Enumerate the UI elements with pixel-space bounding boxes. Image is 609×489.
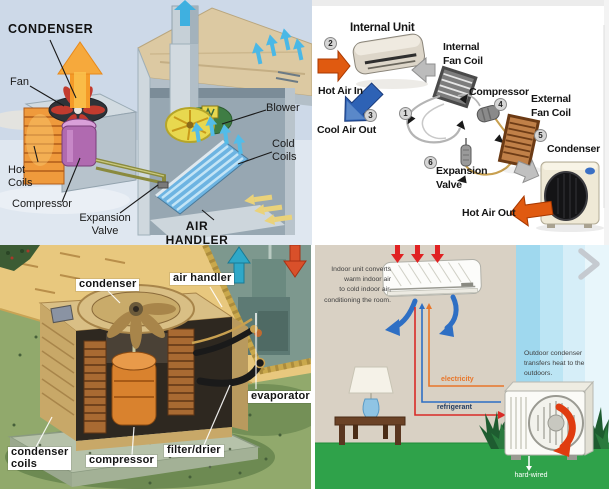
- table-lamp: [334, 366, 406, 445]
- hot-air-in-arrow: [317, 49, 351, 83]
- cool-air-arrows: [191, 116, 246, 155]
- step-badge-5: 5: [534, 129, 547, 142]
- condenser-label: Condenser: [547, 143, 601, 155]
- panel-indoor-outdoor-overview: Indoor unit converts warm indoor air to …: [315, 245, 609, 489]
- refrigerant-label: refrigerant: [437, 404, 473, 411]
- outdoor-condenser-unit: [536, 161, 604, 232]
- compressor-label: compressor: [86, 454, 157, 467]
- internal-unit-label: Internal Unit: [350, 22, 415, 34]
- cold-coils: [155, 139, 249, 215]
- exhaust-air-arrow: [174, 0, 196, 26]
- hot-coils-label: Hot Coils: [8, 164, 33, 190]
- warm-air-arrows: [391, 245, 444, 263]
- internal-fan-coil-label: Internal Fan Coil: [443, 41, 483, 68]
- label-pointer-lines: [35, 286, 257, 456]
- internal-unit-device: [352, 33, 425, 75]
- grass-speckles: [12, 335, 296, 485]
- label-pointer-lines: [29, 39, 273, 221]
- connection-wires: [414, 303, 506, 419]
- brand-logo: [585, 167, 595, 175]
- internal-fan-coil-pointer-arrow: [411, 56, 436, 84]
- step-badge-3: 3: [364, 109, 377, 122]
- compressor-device: [476, 105, 500, 123]
- hot-air-out-label: Hot Air Out: [462, 207, 516, 219]
- attic-vent-arrows: [252, 28, 305, 83]
- external-fan-coil: [497, 113, 541, 169]
- condenser-unit-cutaway: [38, 284, 248, 451]
- supply-air-arrow: [227, 246, 251, 284]
- blower-label: Blower: [266, 102, 300, 114]
- step-badge-6: 6: [424, 156, 437, 169]
- cold-coils-label: Cold Coils: [272, 138, 297, 164]
- filter-drier-label: filter/drier: [164, 444, 224, 457]
- hot-air-out-arrow: [509, 194, 554, 227]
- step-badge-1: 1: [399, 107, 412, 120]
- refrigeration-cycle-illustration: [312, 0, 609, 245]
- return-air-arrows: [244, 194, 293, 226]
- split-system-illustration: [0, 0, 312, 245]
- air-handler-label: air handler: [170, 272, 235, 285]
- compressor-label: Compressor: [469, 86, 529, 98]
- hard-wired-arrow: [526, 456, 532, 471]
- condenser-coils-right: [167, 328, 195, 416]
- heat-exhaust-arrow: [555, 403, 576, 451]
- cool-air-out-label: Cool Air Out: [317, 124, 377, 136]
- outdoor-condenser-unit: [503, 380, 595, 460]
- panel-refrigeration-cycle: Internal Unit Internal Fan Coil Compress…: [312, 0, 609, 245]
- fan-label: Fan: [10, 76, 29, 88]
- image-seam: [311, 245, 315, 489]
- hot-air-in-label: Hot Air In: [318, 85, 363, 97]
- hard-wired-label: hard-wired: [514, 472, 548, 479]
- indoor-caption: Indoor unit converts warm indoor air to …: [324, 266, 391, 304]
- expansion-valve-device: [460, 144, 472, 167]
- external-fan-coil-label: External Fan Coil: [531, 93, 571, 120]
- evaporator-label: evaporator: [248, 390, 311, 403]
- step-badge-4: 4: [494, 98, 507, 111]
- step-badge-2: 2: [324, 37, 337, 50]
- cool-air-curl-arrows: [385, 294, 459, 337]
- outdoor-caption: Outdoor condenser transfers heat to the …: [524, 350, 585, 378]
- panel-split-system-cutaway: CONDENSER Fan Hot Coils Compressor Expan…: [0, 0, 312, 245]
- electricity-label: electricity: [441, 376, 474, 383]
- air-handler-label: AIR HANDLER: [165, 219, 229, 245]
- compressor-label: Compressor: [12, 198, 72, 210]
- condenser-coils-label: condenser coils: [8, 446, 72, 471]
- indoor-outdoor-illustration: [315, 245, 609, 489]
- expansion-valve-label: Expansion Valve: [79, 212, 131, 238]
- hot-exhaust-arrow: [57, 41, 103, 108]
- condenser-label: CONDENSER: [8, 22, 94, 36]
- refrigerant-lines: [95, 158, 169, 189]
- condenser-label: condenser: [76, 278, 140, 291]
- carousel-next-icon[interactable]: [578, 248, 600, 280]
- condenser-pointer-arrow: [513, 158, 540, 184]
- return-air-arrow: [283, 245, 307, 278]
- bush: [0, 245, 40, 271]
- top-fan: [77, 284, 195, 349]
- expansion-valve-label: Expansion Valve: [436, 165, 488, 192]
- condenser-coils-left: [83, 340, 107, 434]
- indoor-wall-unit: [382, 259, 482, 297]
- panel-outdoor-unit-cutaway: condenser air handler evaporator condens…: [0, 245, 311, 489]
